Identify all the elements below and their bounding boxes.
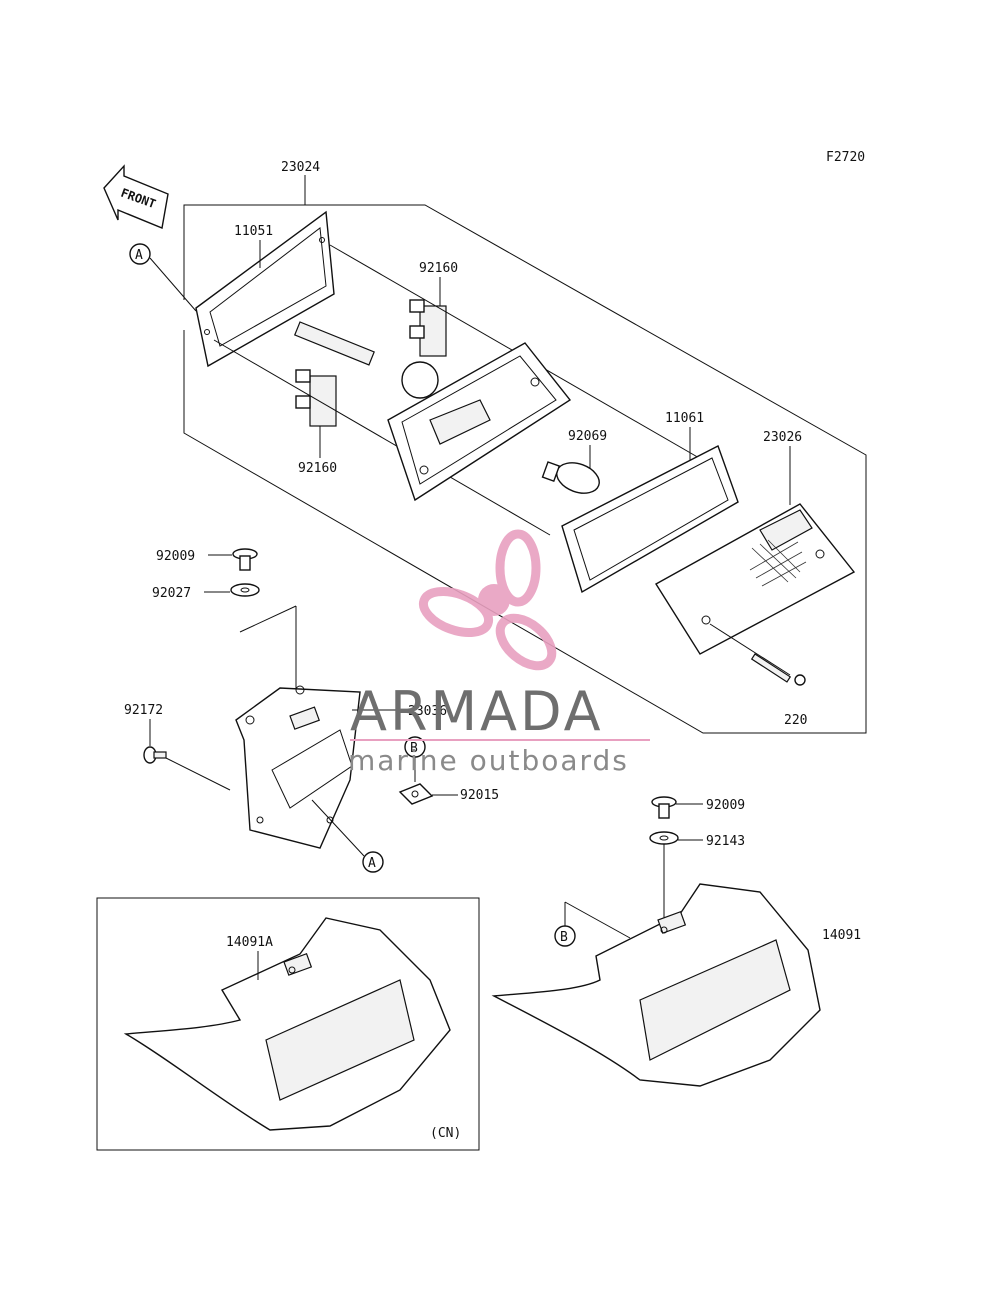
label-92172: 92172 <box>124 703 163 718</box>
screw-92172 <box>143 746 231 791</box>
callout-b-mid: B <box>404 736 426 782</box>
svg-text:B: B <box>410 741 418 756</box>
label-14091: 14091 <box>822 928 861 943</box>
svg-text:B: B <box>560 930 568 945</box>
label-220: 220 <box>784 713 807 728</box>
callout-b-right: B <box>554 901 631 947</box>
washer-92027 <box>230 583 260 597</box>
callout-a-bottom: A <box>311 799 384 873</box>
bracket-23036 <box>235 605 361 849</box>
callout-a-top: A <box>129 243 197 312</box>
label-92027: 92027 <box>152 586 191 601</box>
watermark-subtitle: marine outboards <box>348 744 629 777</box>
label-cn: (CN) <box>430 1126 461 1141</box>
socket-92160-bottom <box>295 369 337 427</box>
gasket-11051 <box>195 210 335 368</box>
label-92143: 92143 <box>706 834 745 849</box>
lamp-housing <box>293 321 572 502</box>
armada-logo-icon <box>418 529 557 671</box>
watermark-title: ARMADA <box>350 680 604 743</box>
nut-92015 <box>398 783 434 805</box>
label-11061: 11061 <box>665 411 704 426</box>
washer-92143 <box>649 831 679 845</box>
label-23036: 23036 <box>408 704 447 719</box>
label-14091A: 14091A <box>226 935 273 950</box>
label-92009-left: 92009 <box>156 549 195 564</box>
label-92160-top: 92160 <box>419 261 458 276</box>
label-92015: 92015 <box>460 788 499 803</box>
label-23024: 23024 <box>281 160 320 175</box>
label-92009-right: 92009 <box>706 798 745 813</box>
label-92069: 92069 <box>568 429 607 444</box>
label-92160-bottom: 92160 <box>298 461 337 476</box>
screw-92009-left <box>232 548 258 571</box>
screw-220 <box>709 623 806 686</box>
gasket-11061 <box>561 445 739 594</box>
assembly-outline <box>183 175 867 734</box>
svg-text:A: A <box>368 856 376 871</box>
front-arrow-icon: FRONT <box>103 164 169 229</box>
screw-92009-right <box>651 796 677 819</box>
lens-23026 <box>655 503 856 655</box>
label-23026: 23026 <box>763 430 802 445</box>
bulb-92069 <box>541 461 600 494</box>
inset-box <box>96 897 480 1151</box>
cover-14091 <box>491 883 821 1087</box>
cover-14091A <box>123 917 451 1131</box>
label-11051: 11051 <box>234 224 273 239</box>
socket-92160-top <box>409 299 447 357</box>
svg-text:A: A <box>135 248 143 263</box>
figure-code: F2720 <box>826 150 865 165</box>
